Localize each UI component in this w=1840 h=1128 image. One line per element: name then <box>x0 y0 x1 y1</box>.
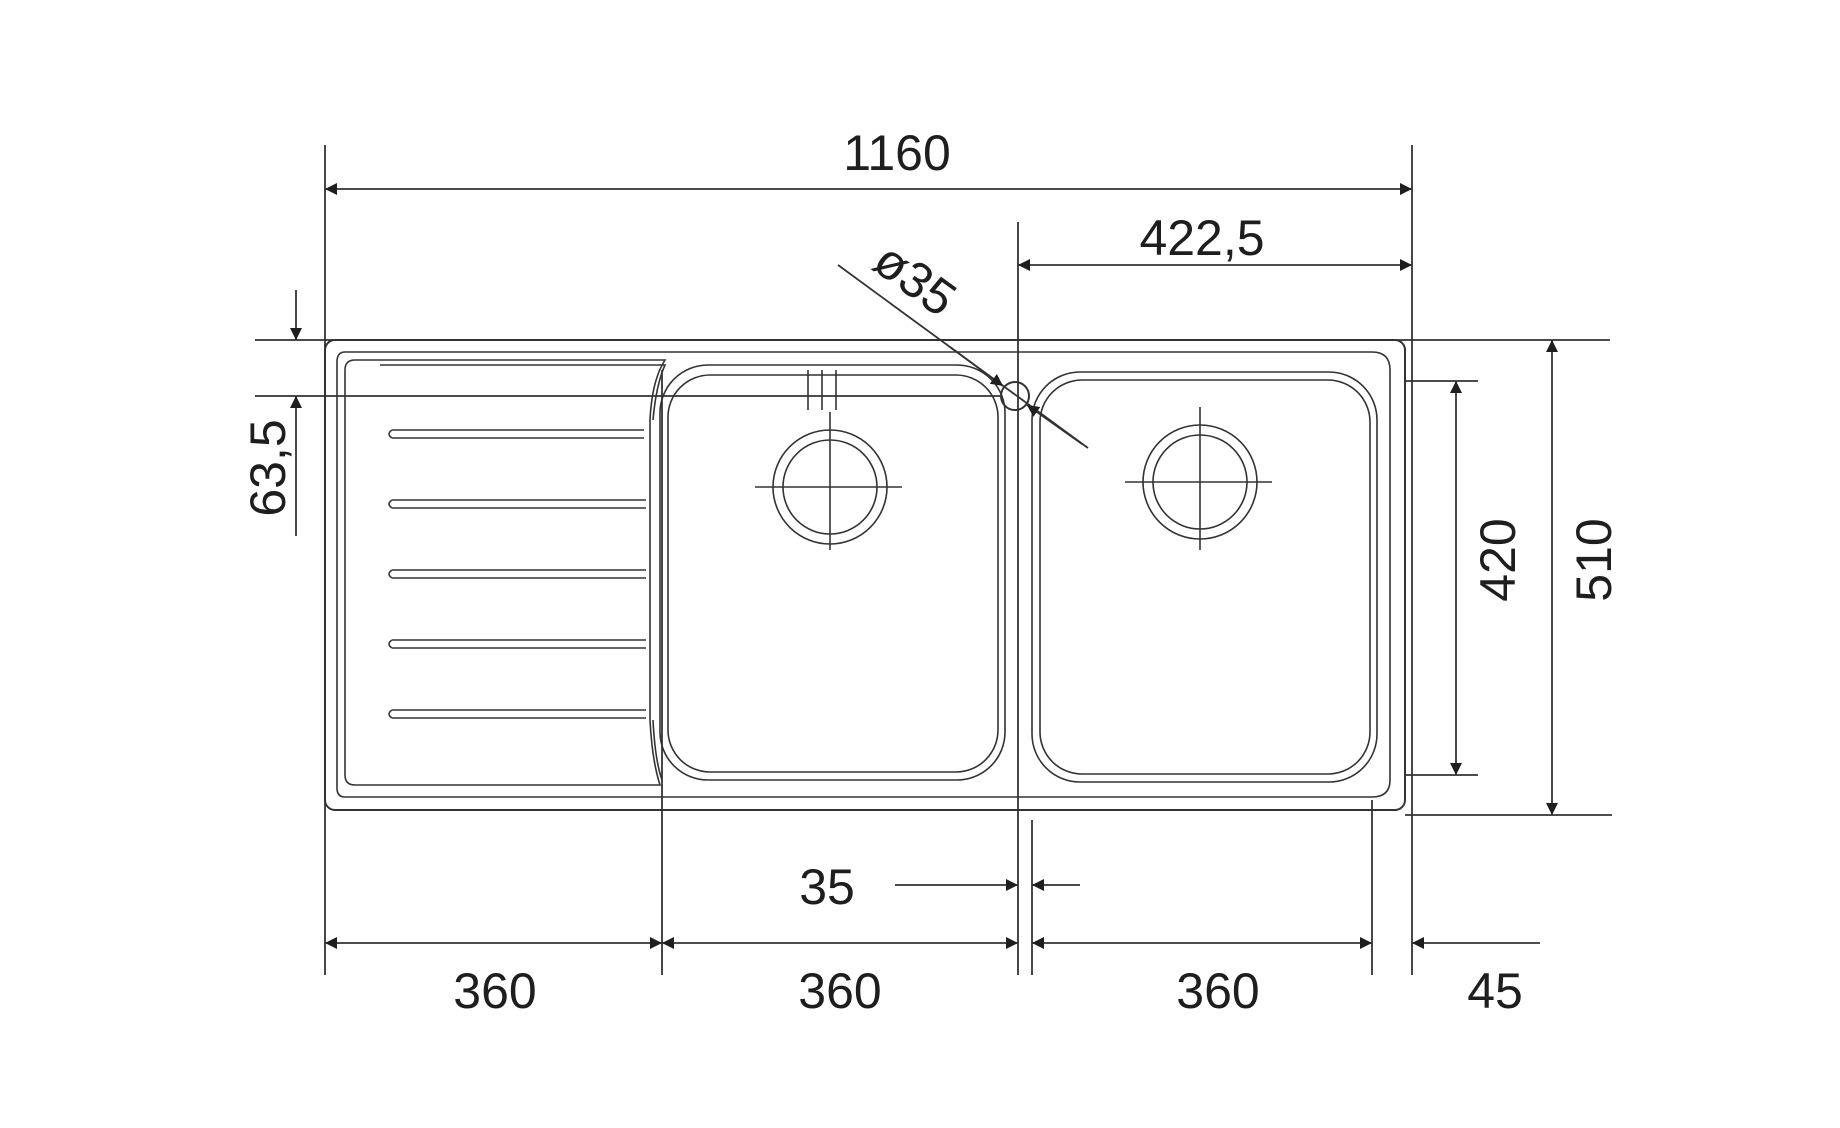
label-overall-depth: 510 <box>1566 518 1622 601</box>
left-bowl <box>659 364 1006 781</box>
drainer-grooves <box>388 429 646 719</box>
extension-lines <box>255 145 1612 975</box>
dim-arrow-tap-diameter-bottom <box>1026 404 1083 445</box>
right-bowl-waste-outlet <box>1125 407 1272 550</box>
drainer-groove <box>388 499 646 509</box>
tap-hole-circle <box>1000 381 1030 411</box>
drainer-groove <box>388 639 646 649</box>
label-left-bowl-width: 360 <box>798 963 881 1019</box>
dimension-lines <box>290 183 1558 949</box>
label-overall-width: 1160 <box>843 125 951 181</box>
right-bowl-outer <box>1031 371 1378 783</box>
label-tap-offset: 422,5 <box>1139 210 1264 266</box>
left-bowl-overflow <box>807 370 837 410</box>
label-right-edge: 45 <box>1467 963 1523 1019</box>
left-bowl-inner <box>667 374 999 773</box>
drainer-outline <box>344 359 667 786</box>
drainer-groove <box>388 709 646 719</box>
right-bowl-inner <box>1039 379 1371 775</box>
drainer-groove <box>388 569 646 579</box>
left-bowl-waste-outlet <box>755 412 902 550</box>
label-drainer-width: 360 <box>453 963 536 1019</box>
right-bowl <box>1031 371 1378 783</box>
drainer-groove <box>388 429 644 439</box>
drainer-inner-edge <box>380 364 667 421</box>
label-tap-diameter: ø35 <box>864 231 967 327</box>
tap-hole <box>1000 381 1030 411</box>
dim-arrow-tap-diameter-top <box>949 346 1004 387</box>
sink-outer-edge <box>324 339 1406 811</box>
sink-outline <box>324 339 1406 811</box>
left-bowl-outer <box>659 364 1006 781</box>
label-front-edge: 63,5 <box>240 419 296 516</box>
drainer <box>344 359 667 786</box>
label-bowl-gap: 35 <box>799 859 855 915</box>
label-bowl-depth: 420 <box>1470 518 1526 601</box>
label-right-bowl-width: 360 <box>1176 963 1259 1019</box>
drainer-inner-edge-bottom <box>652 719 663 781</box>
sink-inner-rim <box>336 351 1391 798</box>
